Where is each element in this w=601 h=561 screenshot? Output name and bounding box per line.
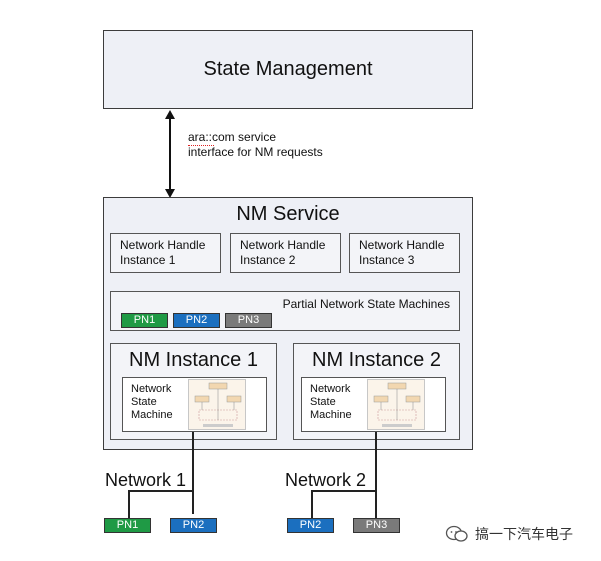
sm2-line2: State	[310, 396, 336, 408]
handle-3-line2: Instance 3	[359, 253, 415, 267]
handle-3-line1: Network Handle	[359, 238, 445, 252]
watermark-text: 搞一下汽车电子	[475, 526, 573, 542]
network-handle-2: Network Handle Instance 2	[230, 233, 341, 273]
sm1-line1: Network	[131, 383, 172, 395]
pnsm-pn1-badge: PN1	[121, 313, 168, 328]
spell-underline	[188, 144, 214, 146]
interface-label-line2: interface for NM requests	[188, 145, 323, 159]
sm2-line3: Machine	[310, 409, 352, 421]
network-2-bus-line	[311, 490, 377, 492]
pnsm-pn2-badge: PN2	[173, 313, 220, 328]
state-management-box: State Management	[103, 30, 473, 109]
network-2-pn3-badge: PN3	[353, 518, 400, 533]
double-arrow-icon	[165, 110, 175, 198]
nm-service-title: NM Service	[236, 203, 340, 225]
watermark: 搞一下汽车电子	[445, 524, 573, 544]
handle-2-line2: Instance 2	[240, 253, 296, 267]
interface-label: ara::com service interface for NM reques…	[188, 130, 388, 160]
nm-instance-2-title: NM Instance 2	[312, 349, 441, 371]
sm1-line3: Machine	[131, 409, 173, 421]
state-machine-thumbnail-icon	[367, 379, 425, 430]
network-1-label: Network 1	[105, 470, 187, 490]
network-2-drop-pn2	[311, 490, 313, 520]
network-1-bus-line	[128, 490, 194, 492]
pnsm-pn3-badge: PN3	[225, 313, 272, 328]
handle-2-line1: Network Handle	[240, 238, 326, 252]
pnsm-box	[110, 291, 460, 331]
network-1-trunk-line	[192, 432, 194, 514]
sm2-line1: Network	[310, 383, 351, 395]
nm-instance-2-sm-label: Network State Machine	[310, 383, 352, 422]
network-2-trunk-line	[375, 432, 377, 518]
pnsm-title: Partial Network State Machines	[282, 297, 450, 311]
network-handle-3: Network Handle Instance 3	[349, 233, 460, 273]
handle-1-line2: Instance 1	[120, 253, 176, 267]
wechat-icon	[445, 525, 468, 542]
network-handle-1: Network Handle Instance 1	[110, 233, 221, 273]
state-machine-thumbnail-icon	[188, 379, 246, 430]
state-management-title: State Management	[203, 58, 373, 80]
nm-instance-1-sm-label: Network State Machine	[131, 383, 173, 422]
network-1-drop-pn1	[128, 490, 130, 520]
sm1-line2: State	[131, 396, 157, 408]
interface-label-line1: ara::com service	[188, 130, 277, 144]
handle-1-line1: Network Handle	[120, 238, 206, 252]
network-1-pn2-badge: PN2	[170, 518, 217, 533]
network-2-label: Network 2	[285, 470, 367, 490]
nm-instance-1-title: NM Instance 1	[129, 349, 258, 371]
network-1-pn1-badge: PN1	[104, 518, 151, 533]
network-2-pn2-badge: PN2	[287, 518, 334, 533]
